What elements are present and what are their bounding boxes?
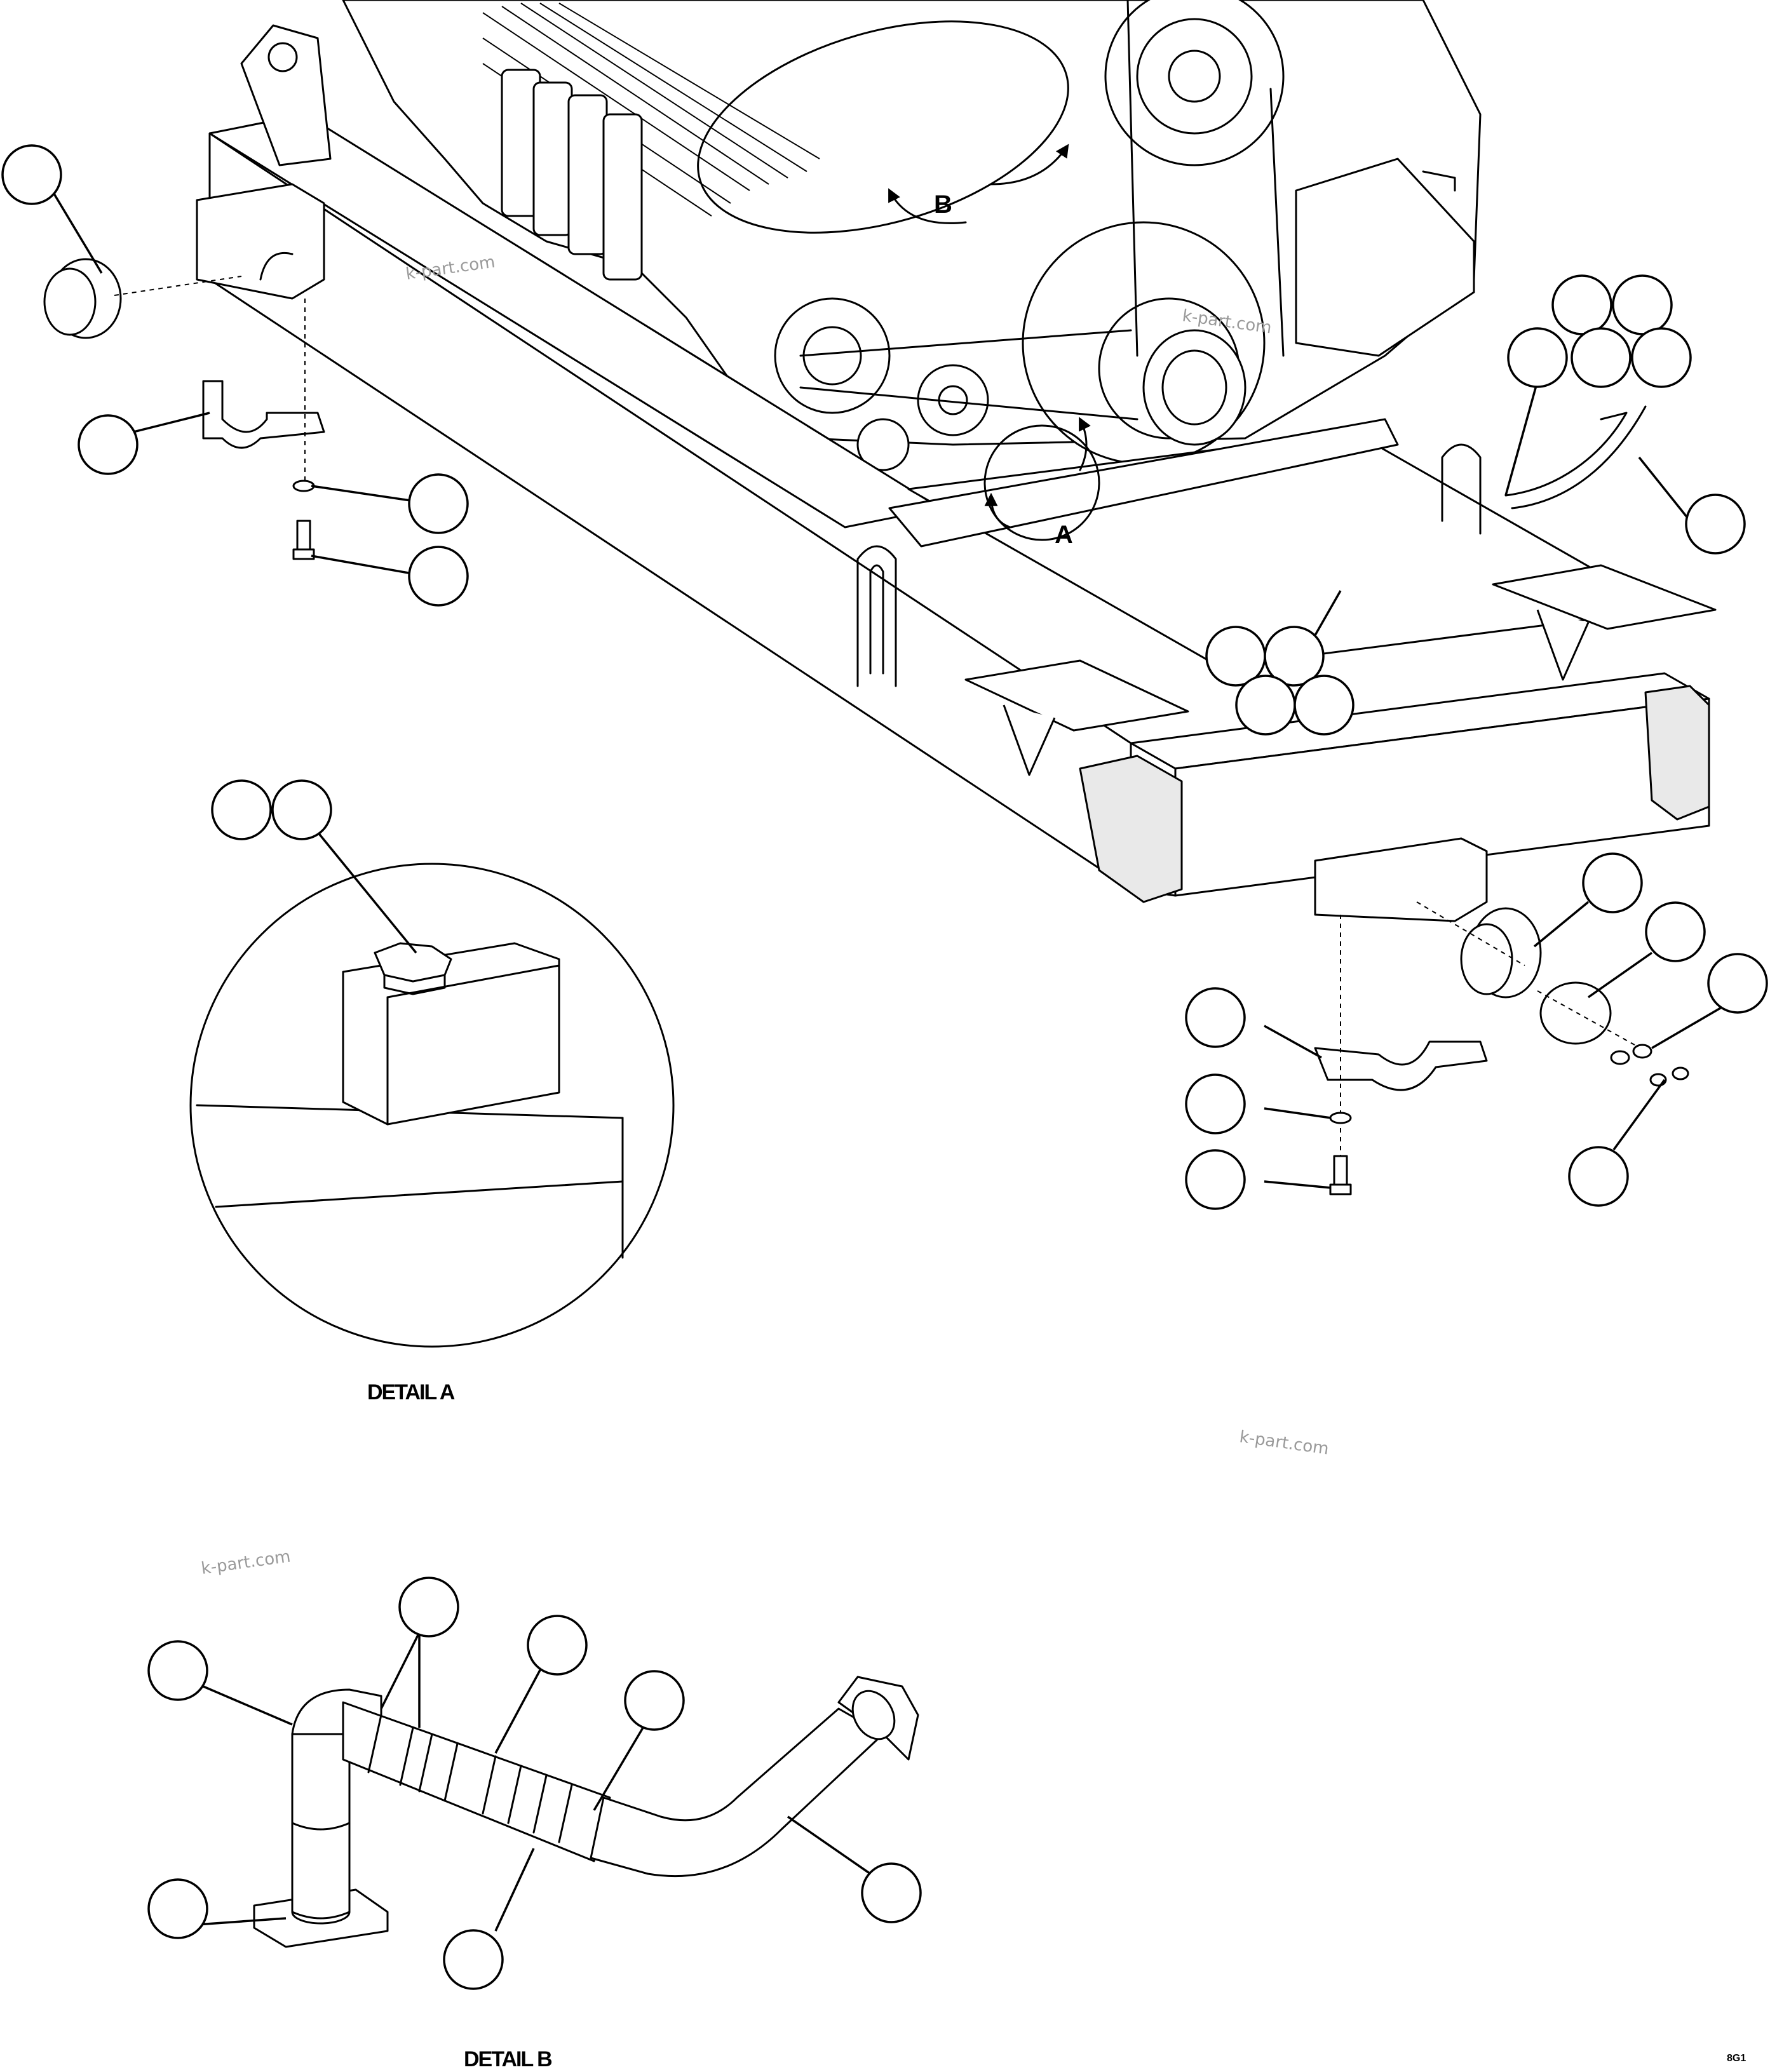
callout-bubble <box>147 1878 208 1939</box>
detail-a: DETAIL A <box>189 863 675 1404</box>
u-bracket-left <box>856 545 897 687</box>
detail-b-flex-joint <box>342 1701 611 1862</box>
callout-bubble <box>1551 274 1612 335</box>
callout-bubble <box>398 1577 459 1638</box>
callout-bubble <box>1235 675 1296 736</box>
detail-b-ring <box>697 20 1069 234</box>
detail-a-block <box>342 942 560 1126</box>
detail-a-ring <box>983 424 1100 541</box>
skid-frame <box>196 24 1717 922</box>
callout-bubble <box>1185 987 1246 1048</box>
front-mount-hardware <box>1314 901 1689 1195</box>
callout-bubble <box>624 1670 685 1731</box>
callout-bubble <box>1507 327 1568 388</box>
washer-rear <box>292 480 315 492</box>
detail-b-caption: DETAIL B <box>464 2047 552 2071</box>
engine-side-housing <box>1295 158 1475 357</box>
callout-bubble <box>147 1640 208 1701</box>
rear-rail-block <box>196 183 325 300</box>
callout-bubble <box>1612 274 1673 335</box>
callout-bubble <box>861 1862 922 1923</box>
washer-front <box>1329 1112 1352 1124</box>
rear-mount-hardware <box>43 258 325 560</box>
bolt-rear <box>296 520 311 554</box>
front-rail-block <box>1314 837 1488 922</box>
callout-bubble <box>1582 852 1643 913</box>
view-label-b: B <box>934 191 952 219</box>
rail-end-cap-right <box>1644 685 1710 821</box>
detail-a-caption: DETAIL A <box>367 1380 455 1404</box>
pulleys <box>774 0 1285 471</box>
view-label-a: A <box>1055 521 1073 549</box>
callout-bubble <box>1571 327 1632 388</box>
rail-end-cap-left <box>1079 755 1183 903</box>
wiring-harness <box>1504 405 1647 509</box>
clamp-strap-front <box>1314 1040 1488 1091</box>
detail-b: DETAIL B <box>253 1676 919 2071</box>
watermark: k-part.com <box>200 1547 292 1578</box>
view-arrows: B A <box>888 144 1091 549</box>
mount-plate-front-right <box>1492 564 1717 630</box>
engine-assembly <box>342 0 1647 509</box>
callout-bubble <box>1 144 62 205</box>
callout-bubble <box>1185 1073 1246 1134</box>
detail-a-bolt-head <box>374 942 452 983</box>
callout-bubble <box>271 779 332 840</box>
callout-bubble <box>1631 327 1692 388</box>
clamp-strap-rear <box>202 380 325 449</box>
callout-bubble <box>1707 953 1768 1014</box>
callout-bubble <box>1185 1149 1246 1210</box>
callout-bubble <box>211 779 272 840</box>
callout-bubbles <box>1 144 1768 1990</box>
callout-bubble <box>1568 1146 1629 1207</box>
detail-b-bend <box>590 1707 884 1878</box>
callout-bubble <box>78 414 138 475</box>
callout-bubble <box>1264 626 1325 687</box>
u-bracket-right <box>1441 443 1482 535</box>
callout-bubble <box>1685 494 1746 555</box>
watermark: k-part.com <box>1238 1427 1330 1458</box>
engine-filters <box>501 69 643 281</box>
callout-bubble <box>527 1615 588 1676</box>
callout-bubble <box>408 473 469 534</box>
callout-bubble <box>1294 675 1355 736</box>
engine-cross-bar <box>888 418 1399 548</box>
disc-washer-front <box>1539 981 1612 1045</box>
sheet-id: 8G1 <box>1727 2053 1746 2064</box>
callout-bubble <box>408 546 469 607</box>
callout-bubble <box>443 1929 504 1990</box>
callout-bubble <box>1645 901 1706 962</box>
detail-b-riser <box>291 1733 351 1920</box>
bolt-front <box>1333 1155 1348 1189</box>
